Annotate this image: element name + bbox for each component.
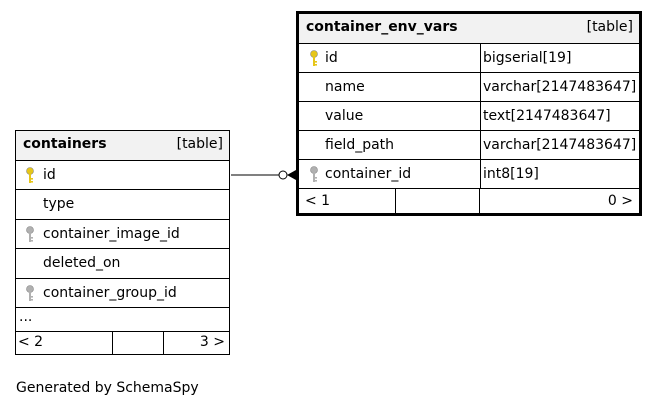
table-containers[interactable]: containers [table] id type container_image… xyxy=(15,130,230,355)
column-row-type: type xyxy=(16,190,229,220)
column-type: varchar[2147483647] xyxy=(483,79,637,95)
column-type: text[2147483647] xyxy=(483,108,611,124)
table-footer: < 1 0 > xyxy=(299,189,639,213)
more-columns-row: ... xyxy=(16,308,229,332)
table-kind: [table] xyxy=(586,19,633,35)
column-name: deleted_on xyxy=(43,255,121,272)
foreign-key-icon xyxy=(25,225,35,244)
footer-children-count: 0 > xyxy=(607,193,633,209)
column-name: container_id xyxy=(325,166,412,182)
footer-parents-count: < 2 xyxy=(18,334,44,350)
column-name: type xyxy=(43,196,75,213)
more-columns-ellipsis: ... xyxy=(19,309,33,325)
column-name: container_group_id xyxy=(43,284,177,301)
zero-cardinality-circle xyxy=(278,170,288,180)
generator-caption: Generated by SchemaSpy xyxy=(16,380,199,396)
table-container-env-vars[interactable]: container_env_vars [table] id bigserial[1… xyxy=(296,11,642,216)
table-name: container_env_vars xyxy=(306,19,458,35)
column-name: field_path xyxy=(325,137,395,153)
footer-children-count: 3 > xyxy=(199,334,225,350)
column-type: varchar[2147483647] xyxy=(483,137,637,153)
column-row-name: name varchar[2147483647] xyxy=(299,73,639,102)
table-header: containers [table] xyxy=(16,131,229,161)
foreign-key-icon xyxy=(309,166,319,184)
column-name: id xyxy=(325,50,338,66)
column-row-container-id: container_id int8[19] xyxy=(299,160,639,189)
table-name: containers xyxy=(23,136,107,152)
footer-parents-count: < 1 xyxy=(305,193,331,209)
table-kind: [table] xyxy=(176,136,223,152)
column-name: container_image_id xyxy=(43,225,180,242)
column-name: name xyxy=(325,79,365,95)
table-footer: < 2 3 > xyxy=(16,332,229,354)
column-row-container-image-id: container_image_id xyxy=(16,220,229,250)
column-row-value: value text[2147483647] xyxy=(299,102,639,131)
many-crowfoot-marker xyxy=(287,170,296,180)
primary-key-icon xyxy=(309,50,319,68)
column-row-id: id bigserial[19] xyxy=(299,44,639,73)
column-row-container-group-id: container_group_id xyxy=(16,279,229,308)
column-row-deleted-on: deleted_on xyxy=(16,249,229,279)
column-row-id: id xyxy=(16,161,229,191)
table-header: container_env_vars [table] xyxy=(299,14,639,44)
column-name: id xyxy=(43,167,56,183)
column-name: value xyxy=(325,108,364,124)
column-type: bigserial[19] xyxy=(483,50,572,66)
column-type: int8[19] xyxy=(483,166,539,182)
foreign-key-icon xyxy=(25,284,35,303)
primary-key-icon xyxy=(25,167,35,185)
column-row-field-path: field_path varchar[2147483647] xyxy=(299,131,639,160)
